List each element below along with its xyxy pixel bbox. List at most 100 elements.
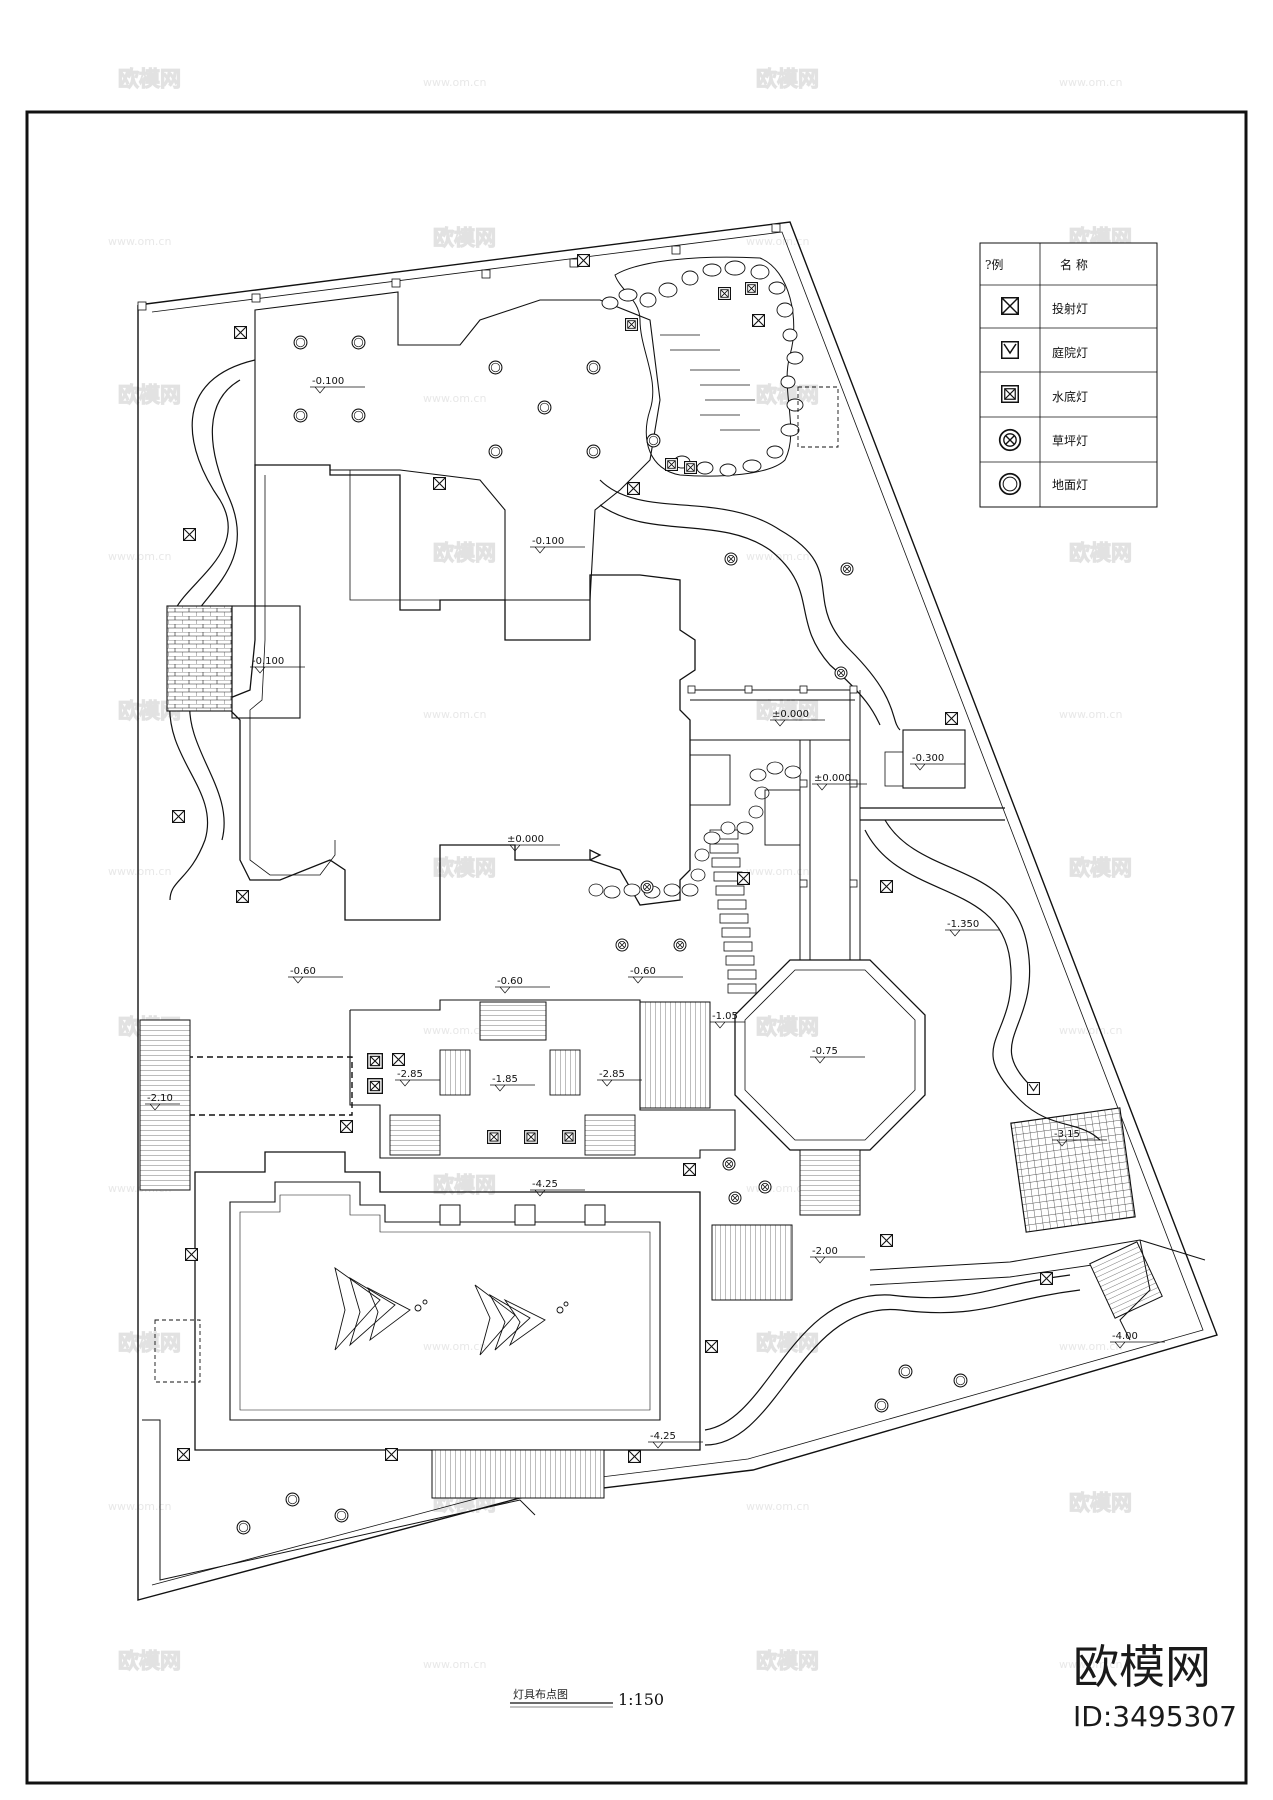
lawn-lamp-icon	[758, 1180, 772, 1194]
ground-lamp-icon	[351, 408, 366, 423]
watermark-brand-tile: 欧模网	[1069, 541, 1132, 565]
watermark-site-tile: www.om.cn	[1059, 1340, 1122, 1353]
watermark-site-tile: www.om.cn	[423, 708, 486, 721]
site-boundary-inner	[151, 231, 1204, 1586]
drawing-title: 灯具布点图	[513, 1688, 568, 1701]
watermark-site-tile: www.om.cn	[108, 1500, 171, 1513]
pond-rocks	[601, 260, 804, 477]
ground-lamp-icon	[586, 444, 601, 459]
watermark-brand-tile: 欧模网	[433, 856, 496, 880]
watermark-brand-tile: 欧模网	[118, 1649, 181, 1673]
watermark-site-tile: www.om.cn	[1059, 1024, 1122, 1037]
ground-lamp-icon	[874, 1398, 889, 1413]
watermark-site-tile: www.om.cn	[746, 235, 809, 248]
path-east-edge	[599, 504, 881, 726]
spotlight-icon	[945, 712, 958, 725]
ground-lamp-icon	[293, 408, 308, 423]
pergola-posts	[687, 685, 858, 888]
elevation-label: -3.15	[1054, 1129, 1080, 1140]
ground-lamp-icon	[998, 472, 1022, 496]
elevation-label: ±0.000	[814, 773, 851, 784]
spotlight-icon	[185, 1248, 198, 1261]
underwater-lamp-icon	[524, 1130, 538, 1144]
spotlight-icon	[705, 1340, 718, 1353]
corner-watermark: 欧模网 ID:3495307	[1073, 1640, 1237, 1733]
elevation-label: -2.10	[147, 1093, 173, 1104]
legend-item-label: 草坪灯	[1052, 434, 1088, 448]
watermark-brand: 欧模网	[1073, 1640, 1211, 1694]
watermark-brand-tile: 欧模网	[118, 383, 181, 407]
watermark-site-tile: www.om.cn	[1059, 1658, 1122, 1671]
site-boundary	[137, 221, 1218, 1601]
watermark-brand-tile: 欧模网	[756, 1015, 819, 1039]
pond-water	[660, 334, 760, 431]
elevation-label: -4.25	[532, 1179, 558, 1190]
lawn-lamp-icon	[673, 938, 687, 952]
watermark-site-tile: www.om.cn	[108, 235, 171, 248]
watermark-site-tile: www.om.cn	[746, 865, 809, 878]
watermark-brand-tile: 欧模网	[756, 67, 819, 91]
elevation-labels: -0.100 -0.100 -0.100 ±0.000 ±0.000 ±0.00…	[145, 376, 1165, 1449]
ground-lamp-icon	[898, 1364, 913, 1379]
pool-fish-motif	[334, 1266, 569, 1356]
main-building-inner	[249, 475, 336, 876]
watermark-brand-tile: 欧模网	[756, 1649, 819, 1673]
watermark-brand-tile: 欧模网	[433, 226, 496, 250]
elevation-label: -4.25	[650, 1431, 676, 1442]
path-east-lower	[864, 829, 1101, 1141]
legend-item-label: 水底灯	[1052, 389, 1088, 404]
lawn-lamp-icon	[998, 428, 1022, 452]
spotlight-icon	[172, 810, 185, 823]
elevation-label: -0.100	[312, 376, 344, 387]
underwater-lamp-icon	[684, 461, 697, 474]
watermark-brand-tile: 欧模网	[118, 67, 181, 91]
spotlight-icon	[340, 1120, 353, 1133]
legend-header-name: 名 称	[1060, 257, 1088, 272]
lower-court	[349, 999, 736, 1159]
garden-lamp-icon	[1027, 1082, 1040, 1095]
wall-posts	[137, 223, 781, 311]
stepping-stones	[709, 829, 757, 994]
central-steps	[639, 1001, 711, 1109]
upper-terrace	[254, 291, 661, 601]
elevation-label: -1.05	[712, 1011, 738, 1022]
watermark-site-tile: www.om.cn	[423, 76, 486, 89]
elevation-label: ±0.000	[772, 709, 809, 720]
spotlight-icon	[683, 1163, 696, 1176]
underwater-lamp-icon	[367, 1078, 383, 1094]
watermark-site-tile: www.om.cn	[423, 392, 486, 405]
watermark-site-tile: www.om.cn	[108, 550, 171, 563]
legend-header-symbol: ?例	[985, 258, 1003, 272]
underwater-lamp-icon	[1001, 385, 1019, 403]
dashed-bridge	[186, 1056, 353, 1116]
path-east	[599, 479, 901, 731]
elevation-label: -0.60	[290, 966, 316, 977]
spotlight-icon	[177, 1448, 190, 1461]
watermark-brand-tile: 欧模网	[756, 699, 819, 723]
elevation-label: -0.100	[252, 656, 284, 667]
pergola	[690, 689, 861, 960]
ground-lamp-icon	[334, 1508, 349, 1523]
ground-lamp-icon	[351, 335, 366, 350]
spotlight-icon	[880, 1234, 893, 1247]
underwater-lamp-icon	[745, 282, 758, 295]
ground-lamp-icon	[646, 433, 661, 448]
lawn-lamp-icon	[840, 562, 854, 576]
ground-lamp-icon	[293, 335, 308, 350]
lawn-lamp-icon	[615, 938, 629, 952]
watermark-site-tile: www.om.cn	[1059, 708, 1122, 721]
watermark-brand-tile: 欧模网	[433, 541, 496, 565]
pool-pillars	[439, 1204, 606, 1226]
legend-item-label: 庭院灯	[1052, 345, 1088, 360]
legend-item-label: 投射灯	[1052, 301, 1088, 316]
watermark-site-tile: www.om.cn	[423, 1340, 486, 1353]
underwater-lamp-icon	[487, 1130, 501, 1144]
watermark-brand-tile: 欧模网	[1069, 1491, 1132, 1515]
spotlight-icon	[577, 254, 590, 267]
underwater-lamp-icon	[562, 1130, 576, 1144]
elevation-label: -2.85	[599, 1069, 625, 1080]
spotlight-icon	[1040, 1272, 1053, 1285]
lawn-lamp-icon	[724, 552, 738, 566]
underwater-lamp-icon	[665, 458, 678, 471]
lawn-lamp-icon	[640, 880, 654, 894]
